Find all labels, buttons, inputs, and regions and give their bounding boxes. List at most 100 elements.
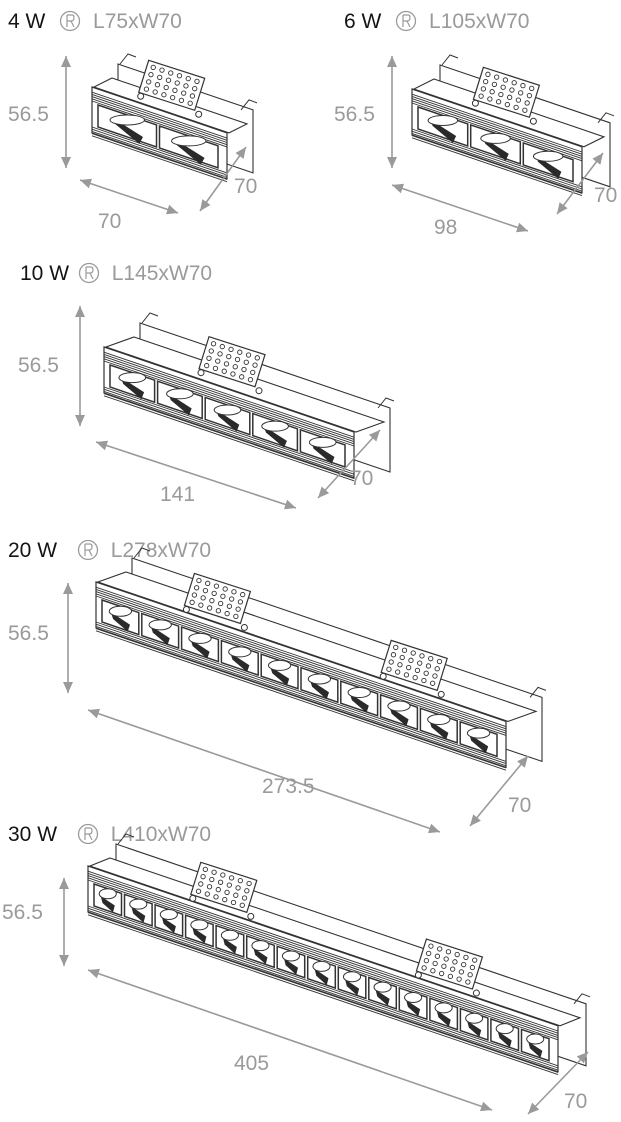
- screw: [195, 110, 203, 118]
- spring-clip: [529, 686, 547, 698]
- length-dimension: [95, 440, 297, 510]
- power-label: 6 W: [344, 10, 382, 33]
- fin-line: [91, 128, 228, 176]
- fin-line: [103, 390, 355, 477]
- vent-hole: [146, 79, 152, 85]
- vent-hole: [386, 666, 392, 672]
- vent-hole: [209, 598, 215, 604]
- vent-hole: [438, 970, 445, 977]
- vent-hole: [163, 84, 169, 91]
- led-lens: [159, 908, 178, 920]
- reflector: [110, 612, 130, 632]
- driver-box: [197, 335, 266, 395]
- vent-hole: [511, 80, 517, 86]
- vent-hole: [454, 951, 460, 958]
- reflector: [283, 958, 298, 975]
- vent-hole: [518, 90, 524, 96]
- vent-hole: [250, 369, 256, 376]
- vent-hole: [205, 580, 211, 586]
- vent-hole: [437, 946, 443, 952]
- vent-hole: [226, 603, 233, 609]
- reflector: [131, 906, 146, 923]
- vent-hole: [239, 374, 245, 380]
- vent-hole: [509, 87, 515, 93]
- vent-hole: [502, 77, 509, 83]
- screw: [414, 971, 422, 979]
- vent-hole: [428, 943, 434, 949]
- fin-line: [103, 358, 355, 445]
- driver-box: [379, 639, 448, 698]
- fin-line: [95, 623, 507, 765]
- fin-line: [103, 360, 355, 447]
- vent-hole: [148, 71, 154, 78]
- vent-hole: [217, 351, 223, 357]
- vent-hole: [174, 80, 180, 86]
- screw: [189, 894, 197, 902]
- dimension-line: [199, 146, 247, 212]
- fin-line: [103, 388, 355, 475]
- fin-line: [87, 907, 559, 1069]
- vent-hole: [461, 961, 467, 968]
- vent-hole: [425, 663, 432, 669]
- screw: [379, 672, 387, 680]
- vent-hole: [222, 897, 228, 903]
- spring-clip: [377, 397, 395, 409]
- vent-hole: [443, 956, 449, 962]
- arrowhead: [592, 153, 603, 165]
- height-dimension: [75, 306, 85, 426]
- led-lens: [98, 888, 117, 900]
- vent-hole: [410, 650, 416, 656]
- fin-line: [87, 877, 559, 1039]
- led-lens: [526, 1033, 545, 1045]
- vent-hole: [423, 958, 430, 964]
- vent-hole: [247, 376, 254, 383]
- led-lens: [251, 940, 270, 952]
- dimension-line: [527, 1051, 589, 1115]
- vent-hole: [467, 972, 473, 978]
- width-dimension: [317, 429, 381, 499]
- vent-hole: [406, 664, 412, 671]
- vent-hole: [456, 976, 462, 982]
- arrowhead: [470, 814, 481, 826]
- led-lens: [480, 132, 511, 144]
- vent-hole: [252, 362, 258, 368]
- arrowhead: [557, 202, 568, 214]
- vent-hole: [244, 888, 250, 894]
- vent-hole: [157, 74, 163, 81]
- height-dimension: [387, 56, 397, 168]
- vent-hole: [524, 100, 530, 106]
- fin-line: [95, 621, 507, 762]
- vent-hole: [232, 364, 238, 370]
- screw: [240, 623, 248, 631]
- arrowhead: [63, 682, 73, 693]
- vent-hole: [233, 613, 239, 620]
- led-lens: [166, 388, 194, 400]
- vent-hole: [452, 959, 458, 965]
- vent-hole: [217, 879, 224, 885]
- arrowhead: [392, 183, 404, 194]
- arrowhead: [387, 56, 397, 67]
- vent-hole: [498, 91, 504, 98]
- length-dimension: [391, 183, 529, 233]
- vent-hole: [526, 93, 533, 99]
- arrowhead: [387, 157, 397, 168]
- vent-hole: [206, 605, 213, 611]
- fin-line: [91, 135, 228, 183]
- fin-line: [91, 91, 228, 139]
- height-dimension: [63, 583, 73, 693]
- reflector: [429, 720, 449, 740]
- fixture: [411, 54, 615, 197]
- vent-hole: [168, 70, 174, 76]
- led-lens: [465, 1012, 484, 1024]
- vent-hole: [152, 89, 158, 95]
- power-label: 4 W: [8, 10, 46, 33]
- screw: [197, 369, 205, 377]
- length-value: 70: [98, 210, 121, 233]
- fixture: [103, 312, 395, 482]
- arrowhead: [528, 1102, 540, 1114]
- vent-hole: [243, 359, 249, 365]
